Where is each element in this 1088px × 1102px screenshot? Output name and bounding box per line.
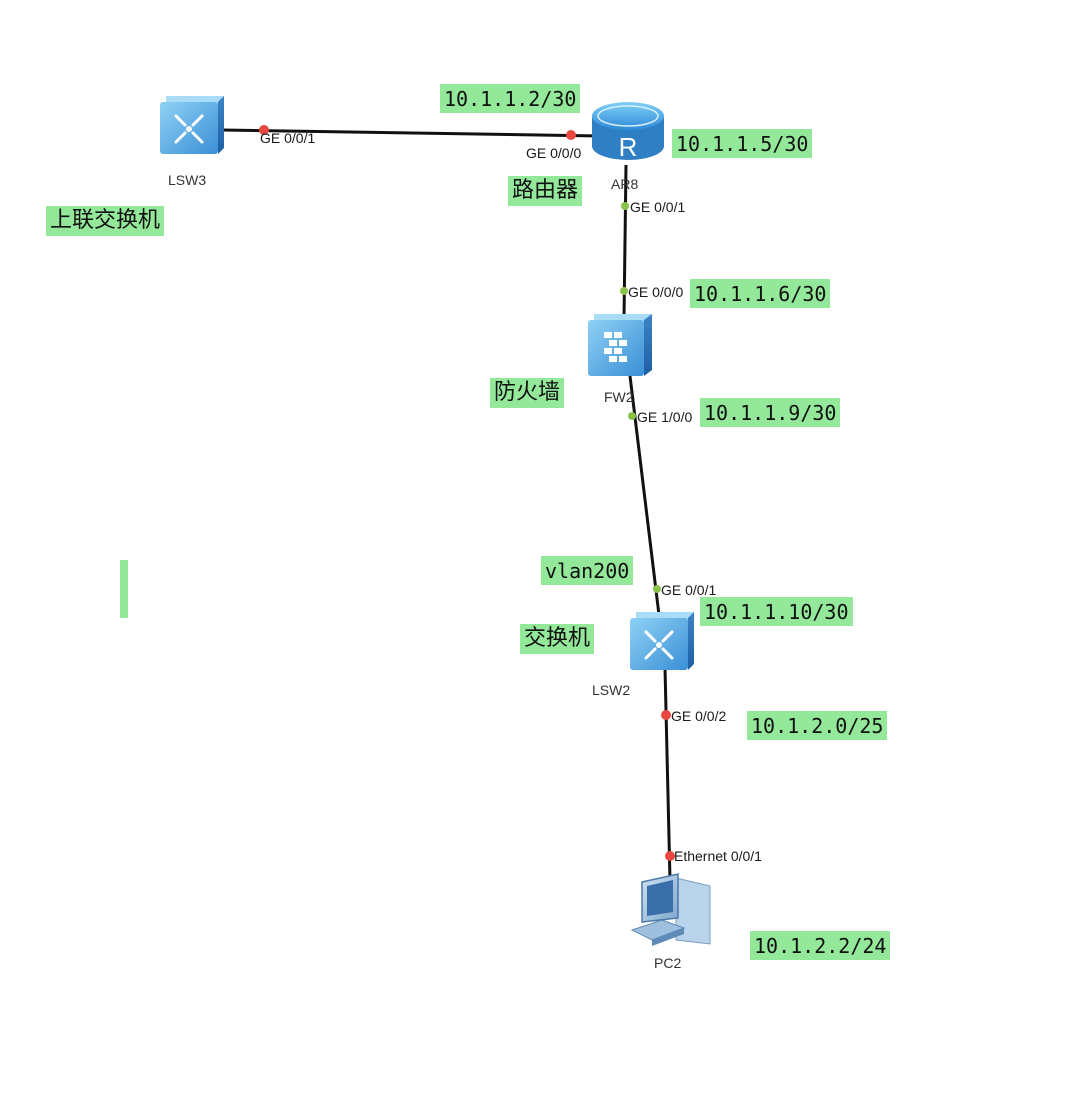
fw2-label: FW2 bbox=[604, 389, 634, 405]
note-vlan: vlan200 bbox=[541, 556, 634, 585]
port-label-lsw2-ge001: GE 0/0/1 bbox=[661, 582, 716, 598]
port-label-lsw3-ge001: GE 0/0/1 bbox=[260, 130, 315, 146]
port-dot-fw2-ge000 bbox=[620, 287, 628, 295]
port-dot-ar8-ge001 bbox=[621, 202, 629, 210]
port-dot-pc2-eth001 bbox=[665, 851, 675, 861]
port-label-ar8-ge001: GE 0/0/1 bbox=[630, 199, 685, 215]
note-fw-uplink-ip: 10.1.1.6/30 bbox=[690, 279, 831, 308]
green-marker-bar bbox=[120, 560, 128, 618]
lsw2-label: LSW2 bbox=[592, 682, 630, 698]
note-fw-downlink-ip: 10.1.1.9/30 bbox=[700, 398, 841, 427]
note-router: 路由器 bbox=[508, 176, 583, 206]
port-label-fw2-ge100: GE 1/0/0 bbox=[637, 409, 692, 425]
link-lsw2-pc2 bbox=[663, 667, 672, 881]
lsw2-switch-icon[interactable] bbox=[630, 612, 694, 670]
port-dot-ar8-ge000 bbox=[566, 130, 576, 140]
note-switch: 交换机 bbox=[520, 624, 595, 654]
note-switch-uplink-ip: 10.1.1.10/30 bbox=[700, 597, 853, 626]
port-label-ar8-ge000: GE 0/0/0 bbox=[526, 145, 581, 161]
lsw3-label: LSW3 bbox=[168, 172, 206, 188]
note-firewall: 防火墙 bbox=[490, 378, 565, 408]
pc2-computer-icon[interactable] bbox=[630, 873, 711, 946]
port-label-lsw2-ge002: GE 0/0/2 bbox=[671, 708, 726, 724]
fw2-firewall-icon[interactable] bbox=[588, 314, 652, 376]
note-uplink-switch: 上联交换机 bbox=[46, 206, 165, 236]
port-dot-lsw2-ge002 bbox=[661, 710, 671, 720]
port-dot-lsw3-ge001 bbox=[259, 125, 269, 135]
port-dot-lsw2-ge001 bbox=[653, 585, 661, 593]
link-lsw3-ar8 bbox=[221, 128, 601, 138]
note-pc-ip: 10.1.2.2/24 bbox=[750, 931, 891, 960]
ar8-label: AR8 bbox=[611, 176, 638, 192]
svg-text:R: R bbox=[619, 132, 638, 162]
port-label-pc2-eth001: Ethernet 0/0/1 bbox=[674, 848, 762, 864]
note-switch-subnet: 10.1.2.0/25 bbox=[747, 711, 888, 740]
port-label-fw2-ge000: GE 0/0/0 bbox=[628, 284, 683, 300]
note-ar8-uplink-ip: 10.1.1.2/30 bbox=[440, 84, 581, 113]
lsw3-switch-icon[interactable] bbox=[160, 96, 224, 154]
note-ar8-downlink-ip: 10.1.1.5/30 bbox=[672, 129, 813, 158]
ar8-router-icon[interactable]: R bbox=[592, 102, 664, 162]
pc2-label: PC2 bbox=[654, 955, 681, 971]
port-dot-fw2-ge100 bbox=[628, 412, 636, 420]
